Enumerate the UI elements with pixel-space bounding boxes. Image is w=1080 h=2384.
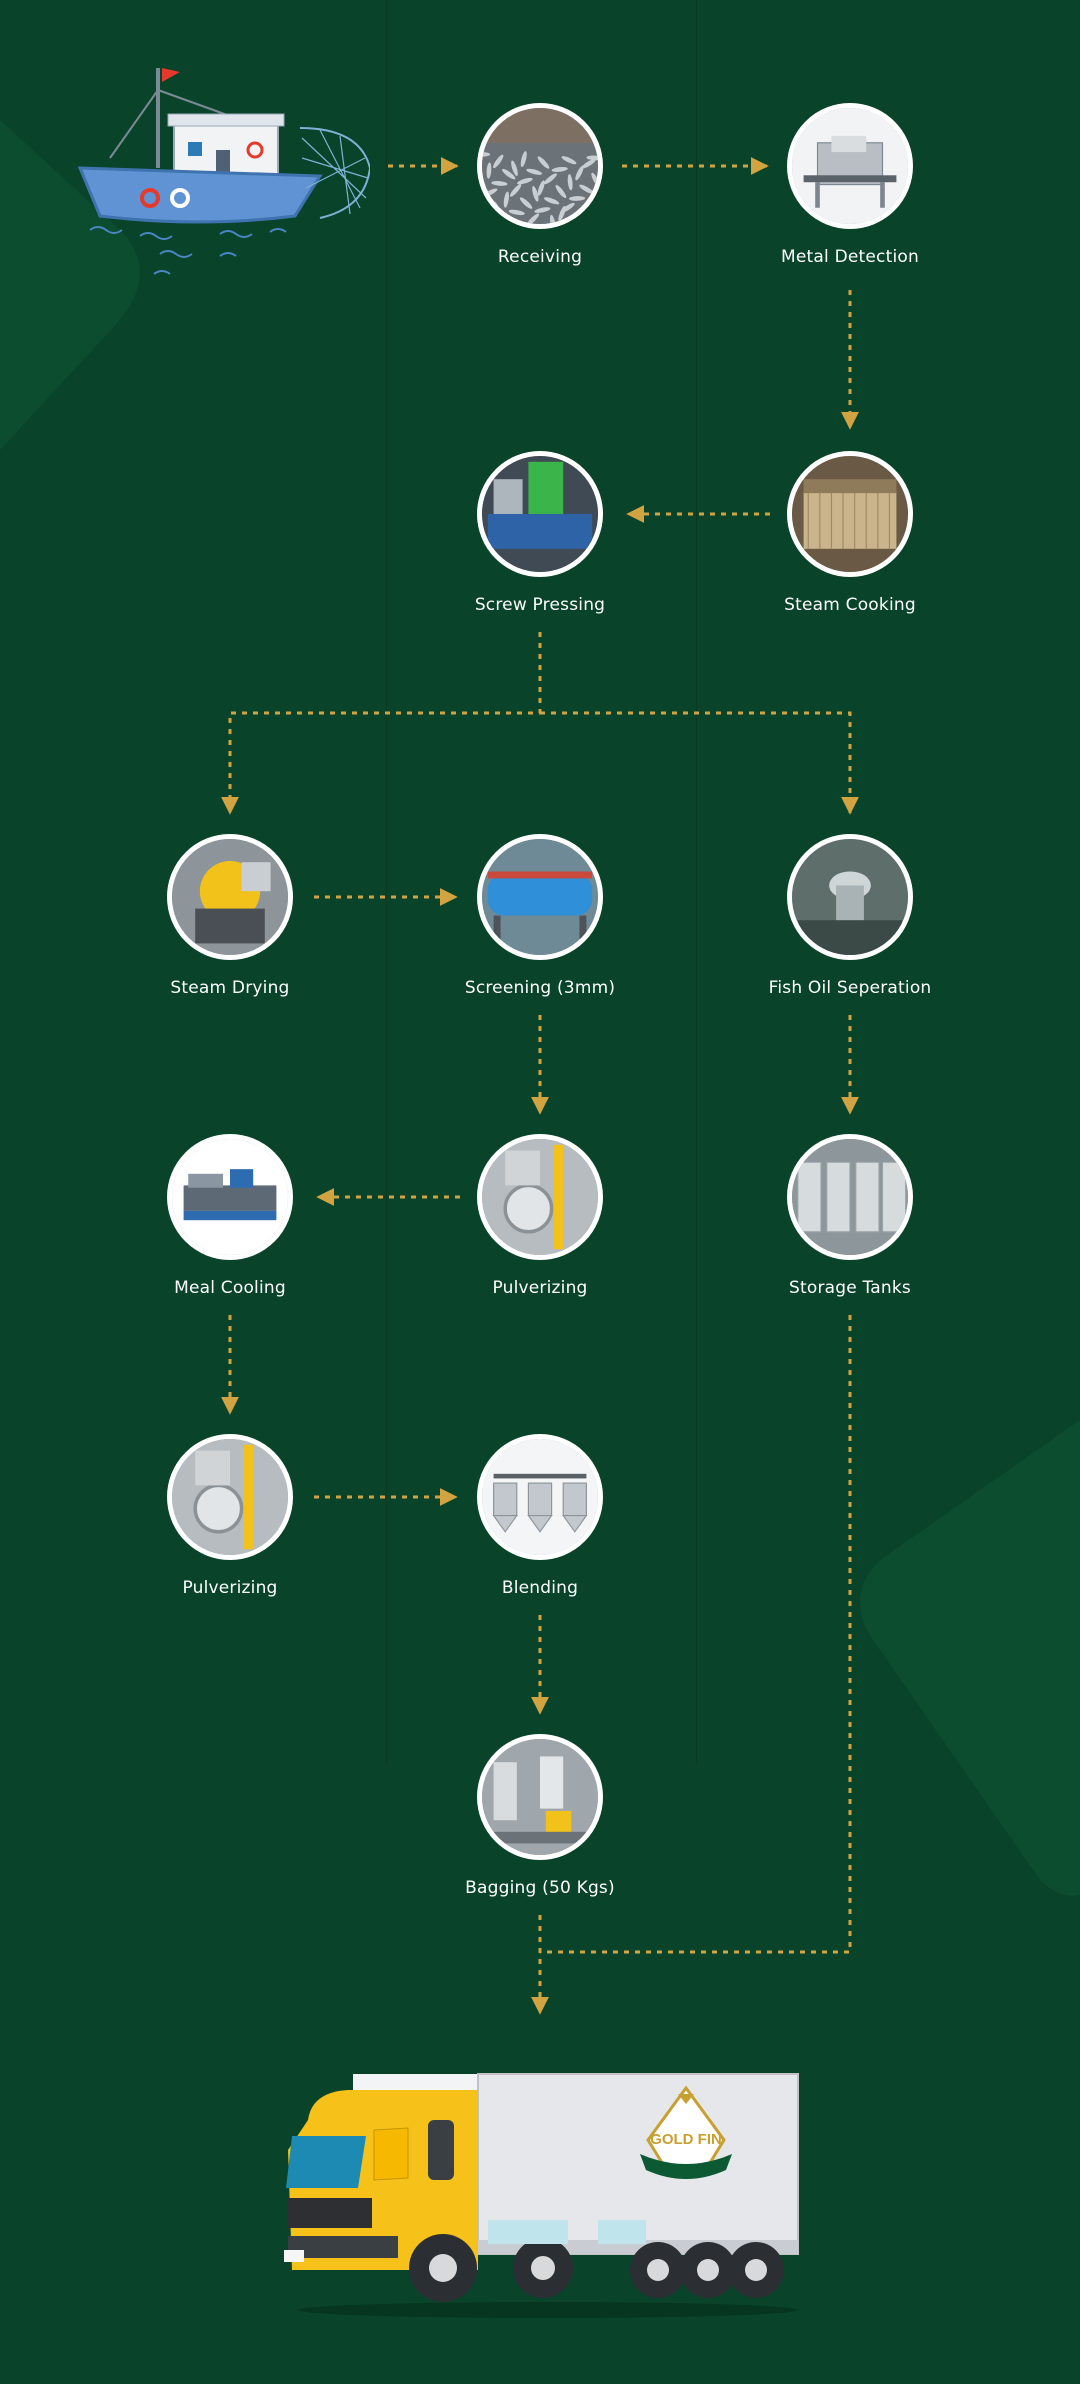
step-screw-pressing: Screw Pressing: [420, 451, 660, 615]
delivery-truck-illustration: GOLD FIN: [284, 2073, 799, 2318]
truck-logo-brand: GOLD FIN: [650, 2131, 722, 2148]
step-steam-drying: Steam Drying: [110, 834, 350, 998]
bagging-machine-photo: [477, 1734, 603, 1860]
step-label: Pulverizing: [182, 1578, 278, 1598]
step-fish-oil-separation: Fish Oil Seperation: [730, 834, 970, 998]
step-label: Fish Oil Seperation: [768, 978, 932, 998]
step-steam-cooking: Steam Cooking: [730, 451, 970, 615]
meal-cooler-photo: [167, 1134, 293, 1260]
step-label: Blending: [501, 1578, 579, 1598]
blending-tanks-photo: [477, 1434, 603, 1560]
step-label: Meal Cooling: [174, 1278, 286, 1298]
arrow-screw-pressing-to-oil-separation: [540, 711, 859, 815]
arrow-screw-pressing-to-steam-drying: [221, 632, 542, 815]
pulverizer-photo: [477, 1134, 603, 1260]
steam-dryer-photo: [167, 834, 293, 960]
step-label: Receiving: [497, 247, 583, 267]
step-pulverizing-1: Pulverizing: [420, 1134, 660, 1298]
step-label: Steam Drying: [170, 978, 290, 998]
oil-separator-photo: [787, 834, 913, 960]
pulverizer-photo: [167, 1434, 293, 1560]
step-label: Metal Detection: [781, 247, 919, 267]
step-screening: Screening (3mm): [420, 834, 660, 998]
gold-fin-logo: GOLD FIN: [640, 2085, 732, 2179]
step-storage-tanks: Storage Tanks: [730, 1134, 970, 1298]
fishing-boat-illustration: [77, 68, 370, 275]
screening-drum-photo: [477, 834, 603, 960]
step-label: Storage Tanks: [789, 1278, 911, 1298]
step-label: Screw Pressing: [474, 595, 606, 615]
column-divider-2: [696, 0, 697, 1765]
step-receiving: Receiving: [420, 103, 660, 267]
step-bagging: Bagging (50 Kgs): [420, 1734, 660, 1898]
arrow-storage-to-truck: [540, 1315, 852, 1954]
fish-pile-photo: [477, 103, 603, 229]
step-label: Screening (3mm): [464, 978, 616, 998]
steam-cooker-photo: [787, 451, 913, 577]
step-metal-detection: Metal Detection: [730, 103, 970, 267]
step-label: Bagging (50 Kgs): [465, 1878, 615, 1898]
metal-detector-photo: [787, 103, 913, 229]
storage-tanks-photo: [787, 1134, 913, 1260]
step-label: Pulverizing: [492, 1278, 588, 1298]
step-pulverizing-2: Pulverizing: [110, 1434, 350, 1598]
column-divider-1: [386, 0, 387, 1765]
step-blending: Blending: [420, 1434, 660, 1598]
step-meal-cooling: Meal Cooling: [110, 1134, 350, 1298]
step-label: Steam Cooking: [784, 595, 916, 615]
screw-press-photo: [477, 451, 603, 577]
